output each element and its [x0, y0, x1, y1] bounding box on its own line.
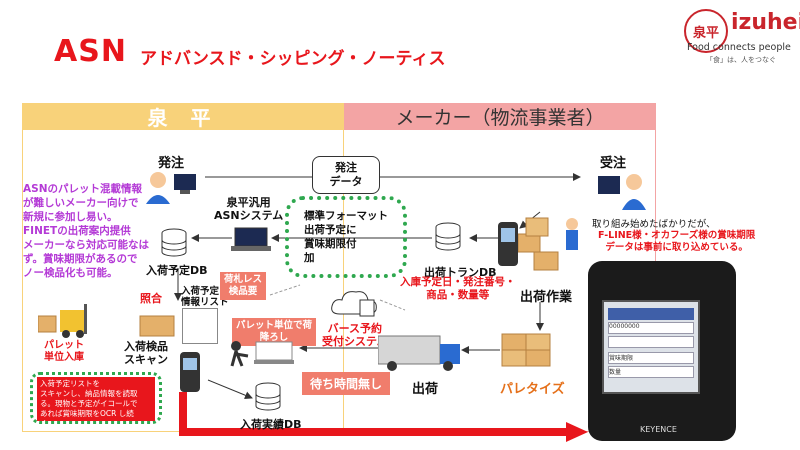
berth-cloud-icon — [331, 291, 377, 317]
standard-format-label: 標準フォーマット 出荷予定に 賞味期限付 加 — [304, 210, 388, 264]
order-label: 発注 — [158, 156, 185, 171]
berth-system-label: バース予約 受付システム — [322, 322, 388, 348]
receive-order-label: 受注 — [600, 156, 627, 171]
note-best-before-imported: F-LINE様・オカフーズ様の賞味期限 データは事前に取り込めている。 — [598, 230, 756, 253]
pallet-jack-worker-icon — [230, 341, 294, 367]
receiver-person-icon — [598, 174, 646, 210]
no-wait-badge: 待ち時間無し — [302, 372, 391, 395]
screen-qty: 数量 — [608, 366, 694, 378]
paperless-tag: 荷札レス 検品要 — [220, 272, 267, 300]
red-arrow-head — [566, 422, 588, 442]
truck-icon — [378, 335, 460, 371]
red-arrow-body — [179, 392, 568, 436]
palletize-label: パレタイズ — [500, 382, 565, 397]
lane-header-izuhei: 泉 平 — [22, 103, 344, 130]
device-brand: KEYENCE — [640, 425, 677, 434]
screen-value: 00000000 — [608, 322, 694, 334]
palletize-boxes-icon — [501, 333, 551, 367]
inspection-boxes-icon — [139, 315, 175, 337]
order-data-label: 発注 データ — [329, 161, 363, 188]
shipping-label: 出荷 — [412, 382, 439, 397]
order-data-scroll: 発注 データ — [312, 156, 380, 194]
berth-signal-left — [269, 284, 301, 296]
forklift-icon — [38, 304, 87, 338]
note-maker-participation: ASNのパレット混載情報 が難しいメーカー向けで 新規に参加し易い。 FINET… — [23, 183, 149, 279]
orderer-person-icon — [146, 172, 196, 204]
actual-db-label: 入荷実績DB — [240, 418, 302, 431]
receipt-db-label: 入荷予定DB — [146, 264, 208, 277]
actual-db-icon — [255, 382, 281, 411]
screen-best-before: 賞味期限 — [608, 352, 694, 364]
laptop-icon — [231, 227, 271, 251]
match-label: 照合 — [140, 292, 162, 305]
inspection-scanner-icon — [180, 352, 200, 392]
receipt-list-label: 入荷予定 情報リスト — [181, 286, 229, 308]
scan-note-text: 入荷予定リストを スキャンし、納品情報を読取 る。現物と予定がイコールで あれば… — [37, 377, 155, 421]
receipt-list-document — [182, 308, 218, 344]
logo-name: izuhei — [731, 10, 800, 35]
handheld-scanner-icon — [498, 222, 518, 266]
note-started: 取り組み始めたばかりだが、 — [592, 219, 716, 230]
asn-system-label: 泉平汎用 ASNシステム — [214, 196, 284, 222]
logo-mark: 泉平 — [684, 9, 728, 53]
scan-note-box: 入荷予定リストを スキャンし、納品情報を読取 る。現物と予定がイコールで あれば… — [30, 372, 162, 424]
receipt-db-icon — [161, 228, 187, 257]
inspection-label: 入荷検品 スキャン — [124, 340, 168, 366]
ship-work-label: 出荷作業 — [520, 290, 573, 305]
ship-db-icon — [435, 222, 461, 251]
cardboard-boxes-worker-icon — [518, 217, 578, 271]
standard-format-box: 標準フォーマット 出荷予定に 賞味期限付 加 — [285, 196, 407, 278]
berth-signal-right — [379, 299, 406, 311]
lane-header-maker: メーカー（物流事業者） — [344, 103, 656, 129]
page-subtitle: アドバンスド・シッピング・ノーティス — [140, 49, 446, 69]
logo-tagline: Food connects people — [687, 42, 791, 53]
ship-db-label: 出荷トランDB — [424, 266, 497, 279]
scanner-screen: 00000000 賞味期限 数量 — [602, 300, 700, 394]
ship-db-detail: 入庫予定日・発注番号・ 商品・数量等 — [400, 276, 516, 301]
flow-scan-to-actualdb — [207, 379, 253, 400]
logo-tagline-jp: 「食」は、人をつなぐ — [706, 56, 776, 64]
page-title: ASN — [54, 34, 127, 69]
unload-tag: パレット単位で荷 降ろし — [232, 318, 317, 346]
pallet-receipt-label: パレット 単位入庫 — [44, 340, 84, 363]
